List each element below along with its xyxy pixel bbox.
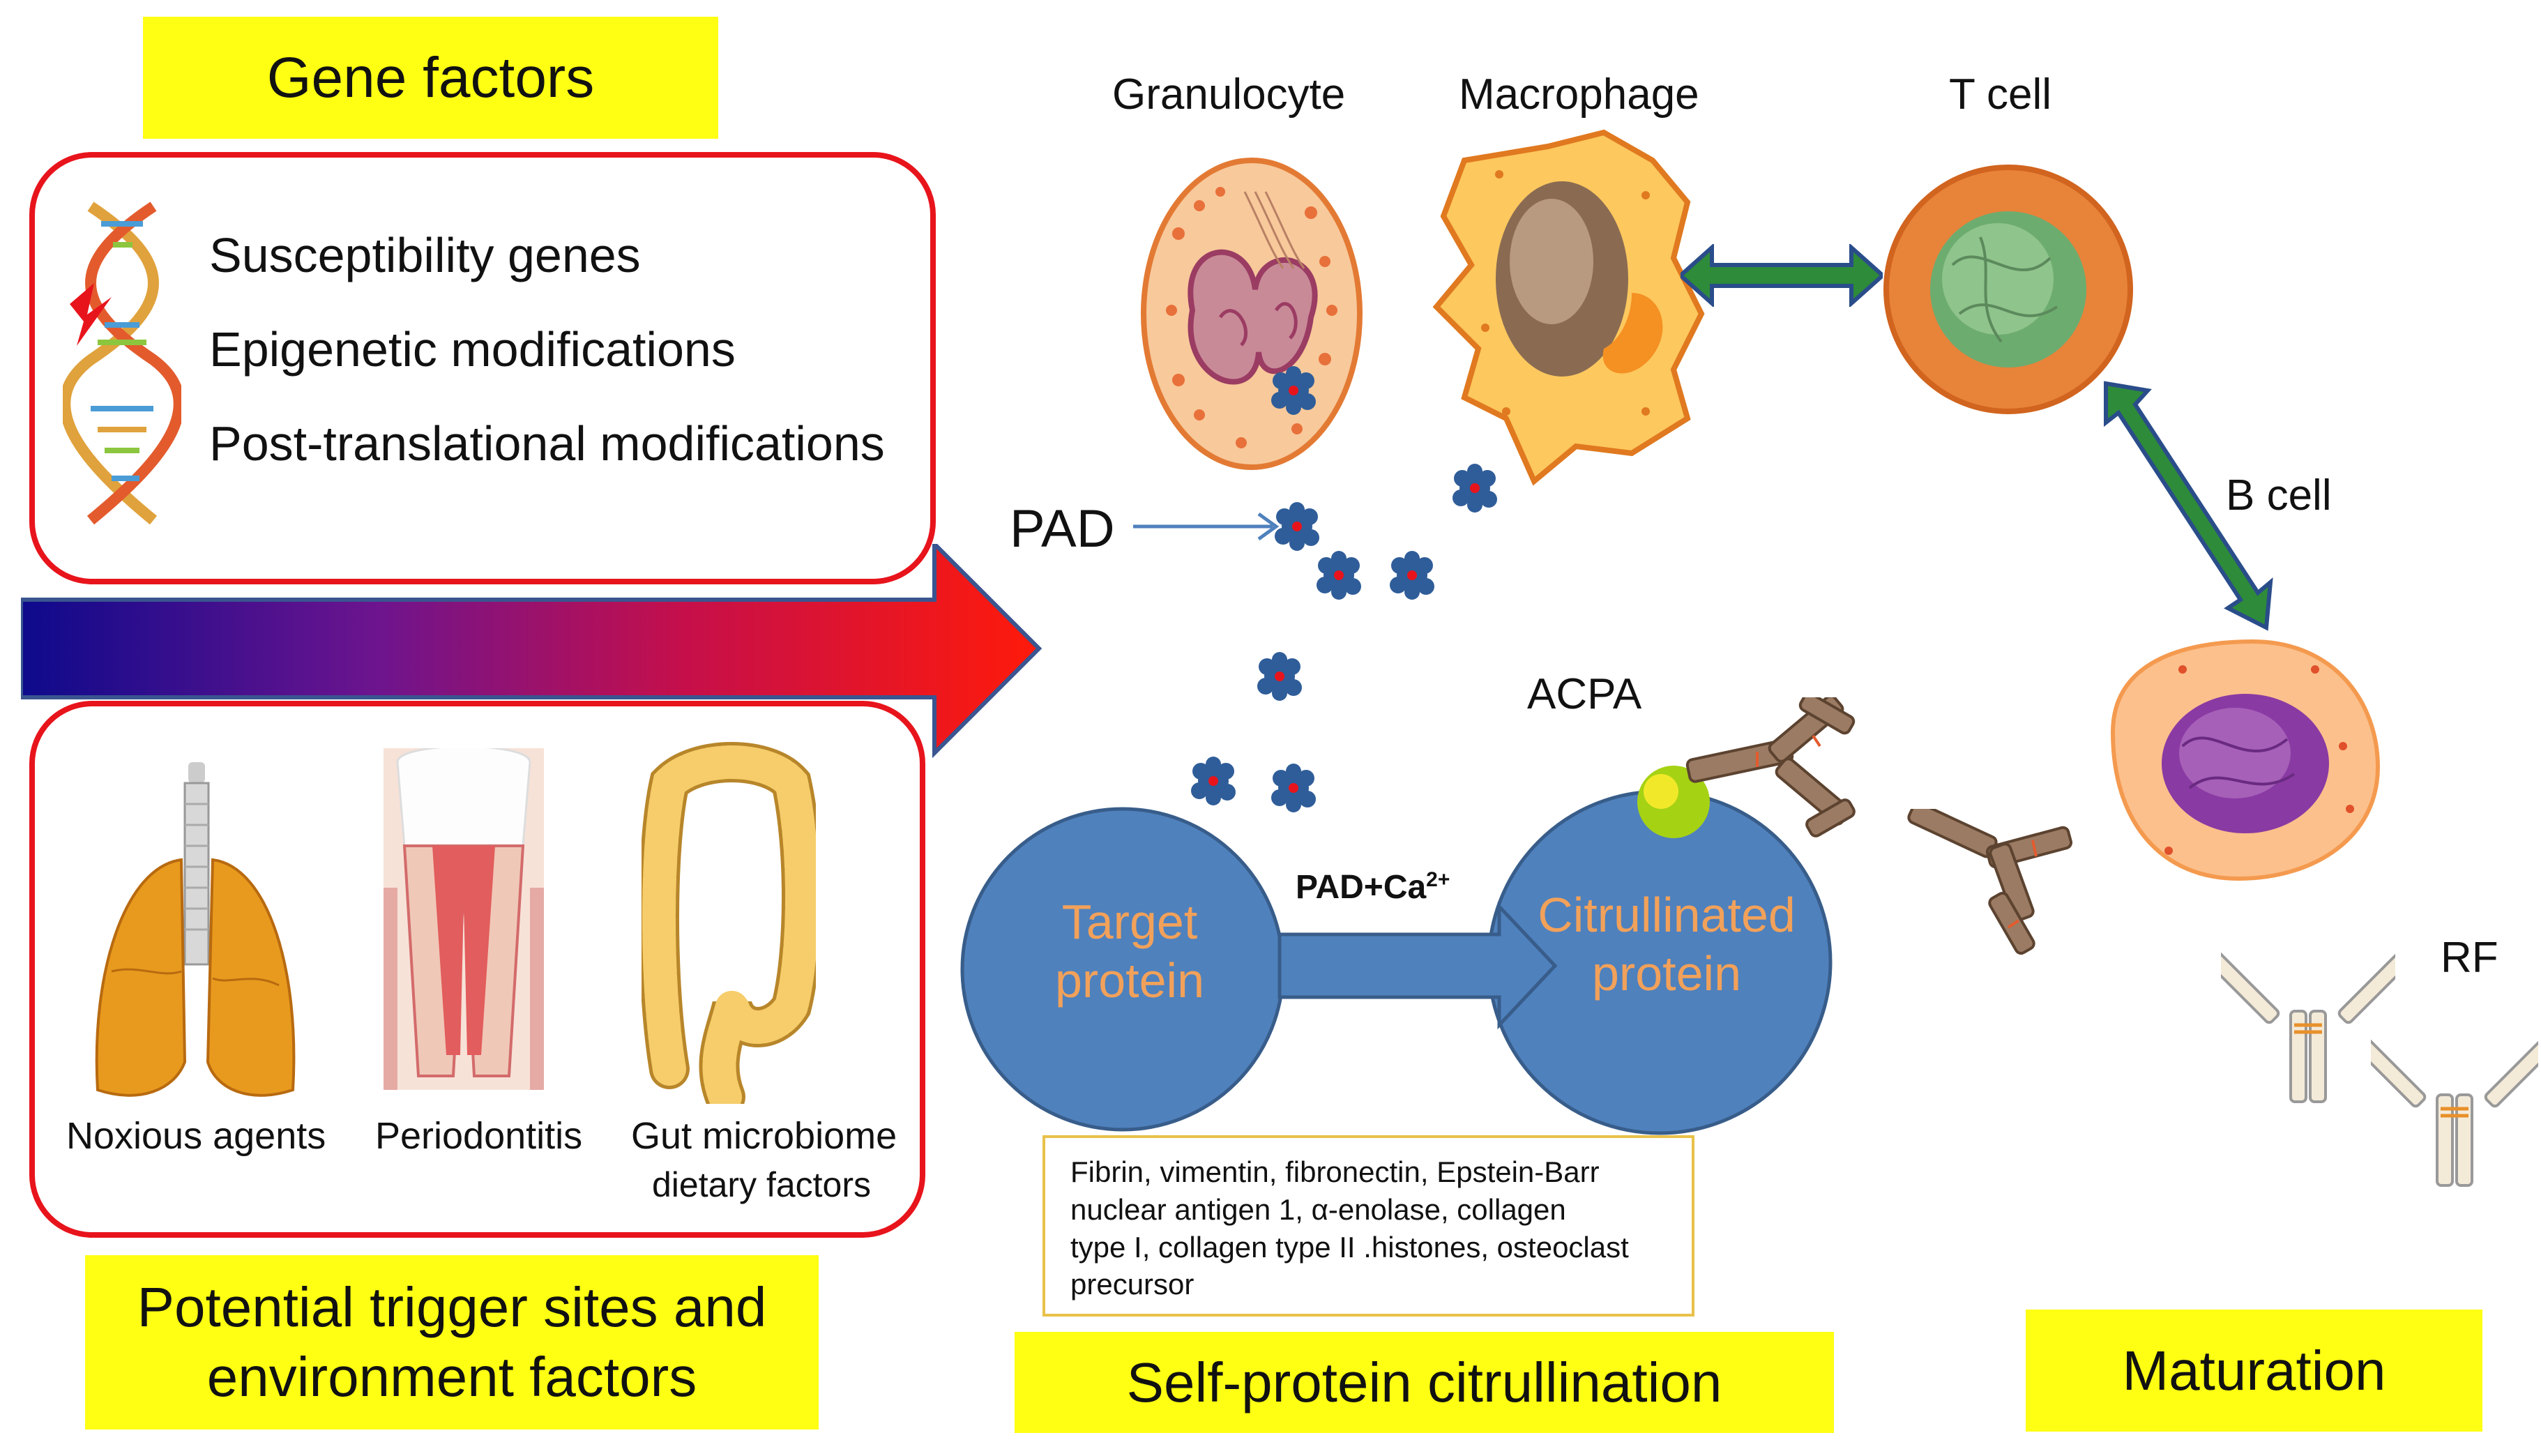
gene-factors-panel: Susceptibility genes Epigenetic modifica… [29, 152, 936, 584]
self-protein-title: Self-protein citrullination [1015, 1332, 1834, 1433]
gene-item-susceptibility: Susceptibility genes [209, 228, 641, 282]
gene-item-post-translational: Post-translational modifications [209, 416, 885, 471]
macrophage-label: Macrophage [1459, 70, 1699, 119]
env-label-noxious: Noxious agents [66, 1115, 326, 1157]
citrullination-reaction [960, 766, 1833, 1135]
env-label-gut: Gut microbiome [631, 1115, 897, 1157]
environment-panel: Noxious agents Periodontitis Gut microbi… [29, 701, 925, 1238]
b-cell-label: B cell [2226, 471, 2332, 520]
env-label-dietary: dietary factors [652, 1165, 872, 1204]
b-cell [2110, 639, 2381, 881]
citrullinated-proteins-note: Fibrin, vimentin, fibronectin, Epstein-B… [1042, 1135, 1694, 1317]
colon-icon [642, 742, 816, 1104]
tcell-bcell-link-arrow [2104, 381, 2273, 631]
gradient-arrow [21, 544, 1042, 759]
pad-enzyme-icon [1390, 551, 1434, 600]
reaction-arrow [1277, 902, 1558, 1030]
maturation-title: Maturation [2026, 1310, 2482, 1432]
pad-enzyme-icon [1317, 551, 1361, 600]
env-label-periodontitis: Periodontitis [375, 1115, 583, 1157]
tooth-icon [384, 748, 544, 1090]
lungs-icon [95, 762, 296, 1097]
acpa-label: ACPA [1527, 670, 1642, 718]
target-protein-text: Target protein [1054, 895, 1205, 1008]
antibody-icon [1907, 809, 2073, 955]
t-cell-label: T cell [1949, 70, 2052, 119]
granulocyte-label: Granulocyte [1112, 70, 1346, 119]
pad-label: PAD [1010, 499, 1115, 559]
pad-pointer-arrow [1133, 512, 1280, 541]
rf-label: RF [2441, 934, 2498, 982]
antibody-icon [1685, 697, 1856, 837]
pad-enzyme-icon [1271, 366, 1316, 415]
reaction-label: PAD+Ca2+ [1296, 868, 1450, 906]
macrophage-tcell-link-arrow [1681, 244, 1883, 307]
macrophage-cell [1432, 129, 1705, 486]
pad-enzyme-icon [1275, 502, 1319, 551]
citrullinated-protein-text: Citrullinated protein [1538, 888, 1796, 1001]
antibody-icon [2371, 1033, 2538, 1187]
gene-item-epigenetic: Epigenetic modifications [209, 322, 736, 377]
pad-enzyme-icon [1452, 464, 1497, 513]
trigger-sites-title: Potential trigger sites and environment … [85, 1255, 819, 1430]
t-cell [1883, 165, 2133, 414]
pad-enzyme-icon [1257, 652, 1302, 701]
gene-factors-title: Gene factors [143, 17, 718, 139]
dna-icon [63, 202, 181, 525]
antibody-icon [2221, 949, 2395, 1103]
